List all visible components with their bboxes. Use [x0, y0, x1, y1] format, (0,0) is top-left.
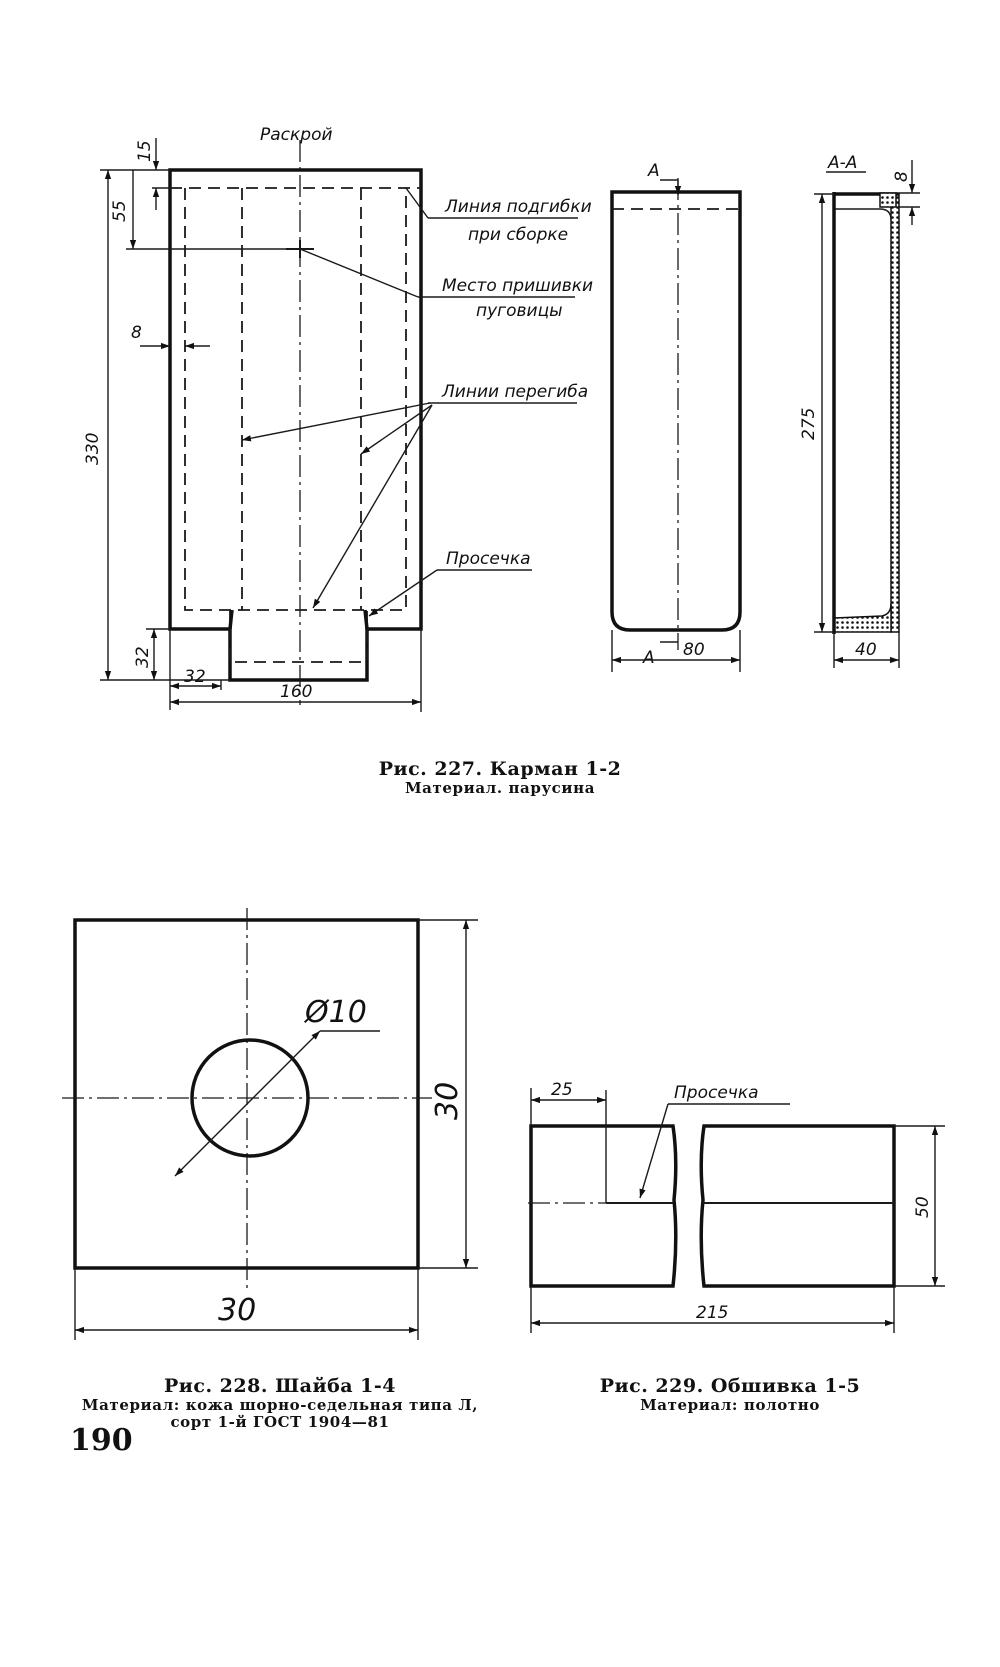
fig227-front-view: А А 80: [610, 161, 742, 672]
label-strip-notch: Просечка: [674, 1083, 759, 1103]
section-back-wall: [890, 193, 900, 633]
fig227-caption-title: Рис. 227. Карман 1-2: [378, 758, 622, 780]
dim-15: 15: [135, 140, 155, 162]
dim-80: 80: [683, 640, 705, 660]
dim-width: 30: [218, 1293, 256, 1328]
label-bend-lines: Линии перегиба: [441, 382, 588, 402]
page-number: 190: [70, 1423, 133, 1458]
section-mark-bottom: А: [642, 648, 655, 668]
dim-height: 30: [430, 1082, 465, 1120]
diameter-leader: [174, 1030, 321, 1177]
dim-40: 40: [855, 640, 877, 660]
pocket-outline: [168, 168, 423, 682]
fig228-caption: Рис. 228. Шайба 1-4 Материал: кожа шорно…: [60, 1375, 500, 1431]
section-title: А-А: [827, 153, 857, 173]
strip-left: [529, 1124, 678, 1288]
dim-32v: 32: [133, 646, 153, 668]
notch-right: [363, 609, 369, 630]
dim-160: 160: [280, 682, 312, 702]
dim-330: 330: [83, 433, 103, 465]
label-button-2: пуговицы: [476, 301, 563, 321]
fig228-washer: Ø10 30 30: [62, 908, 478, 1340]
fig228-caption-material-1: Материал: кожа шорно-седельная типа Л,: [81, 1396, 479, 1414]
dim-diameter: Ø10: [303, 995, 367, 1030]
fig227-section-aa: А-А 275 40 8: [799, 153, 920, 668]
dim-50: 50: [913, 1196, 933, 1218]
label-fold-line-1: Линия подгибки: [444, 197, 592, 217]
fig228-caption-material-2: сорт 1-й ГОСТ 1904—81: [170, 1413, 390, 1431]
notch-left: [228, 609, 234, 630]
leader-strip-notch: [639, 1103, 669, 1199]
fig229-caption-material: Материал: полотно: [640, 1396, 820, 1414]
dim-215: 215: [696, 1303, 728, 1323]
leader-bend-2: [360, 404, 433, 455]
front-outline: [610, 190, 742, 632]
fig227-caption: Рис. 227. Карман 1-2 Материал. парусина: [300, 758, 700, 797]
fig227-caption-material: Материал. парусина: [404, 779, 596, 797]
section-mark-top: А: [647, 161, 660, 181]
strip-right: [699, 1124, 896, 1288]
fig229-caption: Рис. 229. Обшивка 1-5 Материал: полотно: [540, 1375, 920, 1414]
section-bottom: [833, 603, 892, 633]
dim-8: 8: [131, 323, 142, 343]
dim-8s: 8: [892, 171, 912, 182]
dim-275: 275: [799, 408, 819, 440]
fig229-caption-title: Рис. 229. Обшивка 1-5: [599, 1375, 861, 1397]
label-fold-line-2: при сборке: [468, 225, 568, 245]
leader-notch: [368, 569, 438, 617]
bend-flap: [229, 610, 368, 663]
label-button-1: Место пришивки: [442, 276, 593, 296]
fig229-cover-strip: 25 Просечка 50 215: [528, 1080, 945, 1333]
label-notch: Просечка: [446, 549, 531, 569]
section-button: [879, 192, 897, 208]
fig228-caption-title: Рис. 228. Шайба 1-4: [164, 1375, 396, 1397]
bend-outline: [184, 188, 407, 611]
fig227-cut-pattern: 330 55 15 8 32 32 160 Раскрой Линия подг…: [83, 125, 593, 712]
leader-bend-1: [241, 402, 431, 442]
dim-25: 25: [551, 1080, 573, 1100]
dim-32h: 32: [184, 667, 206, 687]
leader-bend-3: [312, 404, 433, 609]
label-cut: Раскрой: [260, 125, 333, 145]
dim-55: 55: [110, 200, 130, 222]
